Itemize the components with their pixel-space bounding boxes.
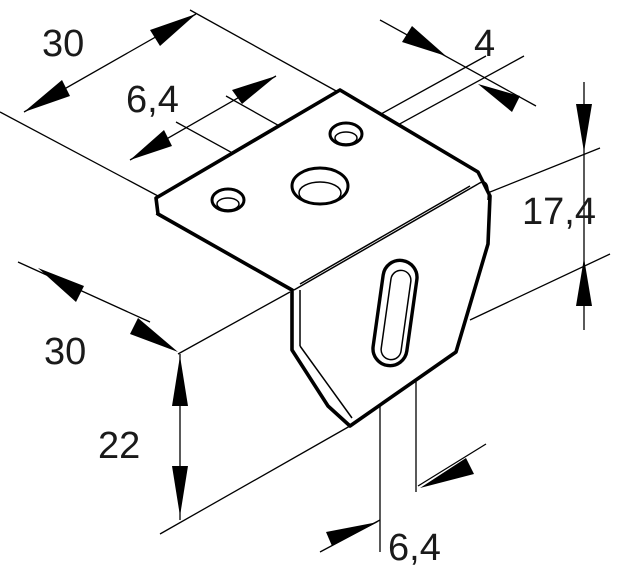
dim-depth: 30: [44, 331, 86, 373]
mounting-hole-left: [210, 187, 246, 213]
mounting-hole-center: [290, 166, 350, 206]
dim-slot-width-top: 4: [474, 23, 495, 65]
slot-hole: [371, 258, 419, 368]
dim-height-upper: 17,4: [522, 191, 596, 233]
mounting-hole-right: [328, 121, 364, 147]
dimension-arrows: [24, 14, 592, 546]
angle-bracket: [154, 88, 492, 428]
dim-hole-pitch: 6,4: [126, 79, 179, 121]
bracket-top-plate: [154, 88, 492, 428]
dim-height-lower: 22: [98, 425, 140, 467]
dim-slot-width-bottom: 6,4: [388, 527, 441, 569]
dim-top-width: 30: [42, 23, 84, 65]
